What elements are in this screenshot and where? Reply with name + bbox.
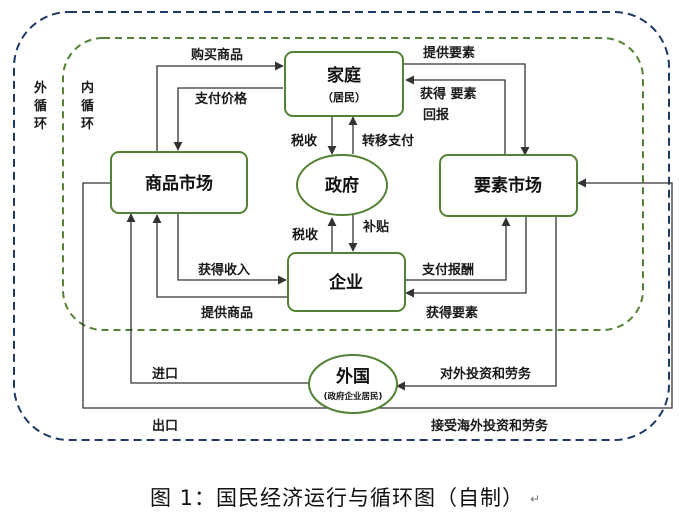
outer-circulation-ring	[13, 11, 670, 441]
outer-ring-label: 外 循 环	[33, 80, 47, 132]
svg-text:环: 环	[81, 117, 94, 132]
edge-provide-factors	[404, 63, 530, 156]
economic-circulation-diagram: 外 循 环 内 循 环	[13, 11, 673, 441]
label-buy-goods: 购买商品	[191, 47, 243, 63]
foreign-title: 外国	[336, 366, 370, 387]
enterprise-node: 企业	[287, 252, 406, 312]
factor-market-node: 要素市场	[439, 154, 578, 217]
inner-circulation-ring	[62, 37, 644, 331]
label-tax-enterprise: 税收	[292, 227, 319, 243]
edge-provide-goods	[152, 214, 288, 298]
goods-market-title: 商品市场	[145, 173, 213, 194]
enterprise-title: 企业	[328, 272, 363, 293]
label-outward-investment: 对外投资和劳务	[440, 366, 532, 382]
caption-text: 图 1：国民经济运行与循环图（自制）	[149, 486, 524, 510]
label-tax-household: 税收	[291, 133, 318, 149]
label-obtain-factors: 获得要素	[426, 305, 478, 321]
household-node: 家庭 （居民）	[284, 51, 404, 117]
svg-text:循: 循	[34, 98, 47, 114]
label-provide-goods: 提供商品	[201, 305, 253, 321]
goods-market-node: 商品市场	[110, 151, 248, 214]
label-accept-foreign-investment: 接受海外投资和劳务	[431, 418, 549, 434]
svg-text:外: 外	[33, 80, 47, 96]
foreign-node: 外国 (政府企业居民)	[308, 354, 398, 414]
household-title: 家庭	[327, 65, 361, 86]
edge-pay-price	[173, 87, 283, 151]
svg-text:循: 循	[81, 98, 94, 114]
edge-obtain-factors	[405, 216, 527, 298]
label-imports: 进口	[152, 367, 178, 382]
label-subsidy: 补贴	[362, 219, 389, 235]
label-pay-price: 支付价格	[194, 91, 248, 107]
label-transfer-payment: 转移支付	[362, 133, 414, 149]
edge-pay-remuneration	[406, 217, 511, 281]
label-returns: 回报	[423, 108, 450, 123]
edge-gain-income	[177, 213, 287, 285]
paragraph-mark-icon: ↵	[529, 492, 542, 506]
edge-buy-goods	[156, 61, 284, 152]
edge-imports	[126, 213, 310, 384]
inner-ring-label: 内 循 环	[81, 80, 94, 132]
label-provide-factors: 提供要素	[423, 45, 475, 61]
edge-outward-investment	[396, 216, 557, 391]
edge-factor-returns	[405, 75, 506, 155]
label-gain-income: 获得收入	[198, 262, 250, 278]
household-subtitle: （居民）	[322, 91, 366, 104]
figure-caption: 图 1：国民经济运行与循环图（自制） ↵	[0, 482, 691, 512]
foreign-subtitle: (政府企业居民)	[324, 391, 383, 402]
government-node: 政府	[296, 154, 388, 216]
svg-text:环: 环	[34, 117, 47, 132]
label-pay-remuneration: 支付报酬	[421, 262, 474, 278]
svg-text:内: 内	[81, 80, 94, 96]
factor-market-title: 要素市场	[474, 175, 542, 196]
government-title: 政府	[325, 175, 359, 196]
label-gain-factor-returns: 获得 要素	[420, 86, 477, 102]
label-exports: 出口	[152, 418, 178, 434]
